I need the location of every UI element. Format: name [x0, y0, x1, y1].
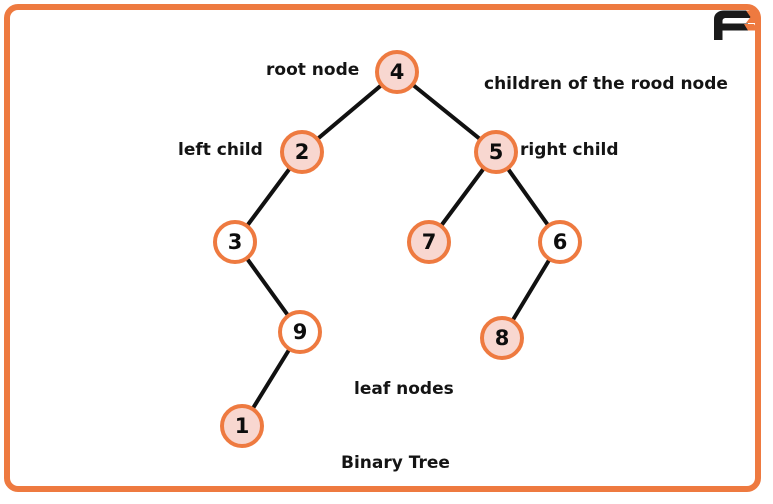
tree-node-6[interactable]: 6 — [538, 220, 582, 264]
tree-node-2[interactable]: 2 — [280, 130, 324, 174]
f-arrow-logo-icon — [714, 10, 761, 40]
tree-node-3[interactable]: 3 — [213, 220, 257, 264]
tree-node-4[interactable]: 4 — [375, 50, 419, 94]
annotation-left-child: left child — [178, 140, 263, 160]
tree-node-1[interactable]: 1 — [220, 404, 264, 448]
annotation-root-node: root node — [266, 60, 360, 80]
tree-node-7[interactable]: 7 — [407, 220, 451, 264]
annotation-children-root: children of the rood node — [484, 74, 728, 94]
tree-node-5[interactable]: 5 — [474, 130, 518, 174]
annotation-leaf-nodes: leaf nodes — [354, 379, 454, 399]
diagram-caption: Binary Tree — [341, 453, 450, 473]
tree-node-8[interactable]: 8 — [480, 316, 524, 360]
tree-node-9[interactable]: 9 — [278, 310, 322, 354]
annotation-right-child: right child — [520, 140, 619, 160]
